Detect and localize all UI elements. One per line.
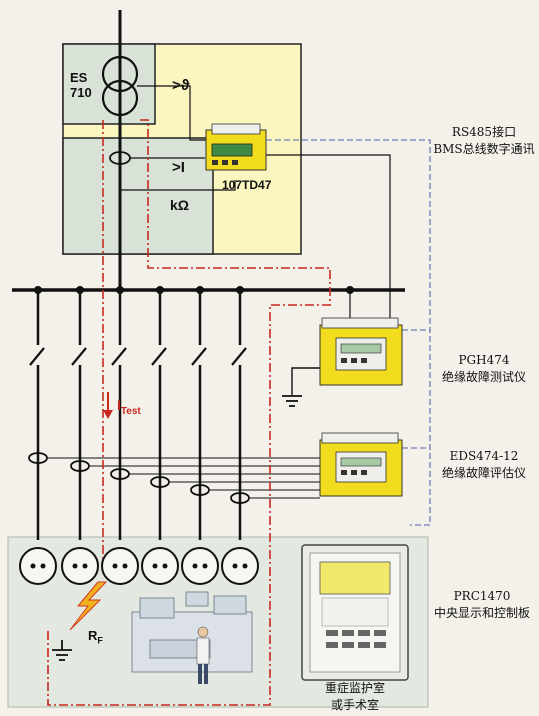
test-current-return <box>47 119 331 706</box>
device-pgh474 <box>319 317 403 386</box>
eds474-desc: 绝缘故障评估仪 <box>441 466 526 480</box>
operating-room-scene <box>131 591 253 684</box>
prc1470-model: PRC1470 <box>453 589 511 603</box>
current-symbol: >I <box>172 159 185 176</box>
test-current-symbol: I <box>117 397 121 413</box>
device-prc1470 <box>301 544 409 681</box>
bms-bus-line <box>266 139 431 526</box>
fault-label: RF <box>88 628 103 649</box>
pgh474-label: PGH474 绝缘故障测试仪 <box>432 352 536 386</box>
fault-sub: F <box>97 635 103 646</box>
branch-sensors <box>28 452 250 504</box>
resistance-symbol: kΩ <box>170 197 190 213</box>
transformer-coil-lower-icon <box>101 79 139 117</box>
device-eds474 <box>319 432 403 497</box>
monitor-to-pgh-line <box>266 154 391 320</box>
fault-ground-icon <box>52 640 72 661</box>
room-label: 重症监护室 或手术室 <box>305 680 405 714</box>
monitor-model: 107TD47 <box>222 178 272 192</box>
eds474-model: EDS474-12 <box>449 449 519 463</box>
sockets <box>19 547 259 585</box>
transformer-coil-upper-icon <box>101 55 139 93</box>
eds474-label: EDS474-12 绝缘故障评估仪 <box>432 448 536 482</box>
prc1470-label: PRC1470 中央显示和控制板 <box>428 588 536 622</box>
transformer-label: ES 710 <box>70 70 92 100</box>
ground-link <box>291 367 320 395</box>
temp-sense-line <box>137 85 208 141</box>
transformer-label-line1: ES <box>70 70 88 85</box>
pgh474-desc: 绝缘故障测试仪 <box>441 370 526 384</box>
room-line1: 重症监护室 <box>324 681 385 695</box>
fault-lightning-icon <box>69 581 108 631</box>
prc1470-desc: 中央显示和控制板 <box>433 606 530 620</box>
ground-icon <box>282 395 302 407</box>
room-line2: 或手术室 <box>330 698 379 712</box>
temp-symbol: >ϑ <box>172 77 190 94</box>
sensor-wires <box>47 457 320 499</box>
transformer-label-line2: 710 <box>70 85 92 100</box>
fault-symbol: R <box>88 628 98 643</box>
test-current-label: ITest <box>117 398 141 419</box>
bus-interface-line2: BMS总线数字通讯 <box>433 142 535 156</box>
bus-interface-label: RS485接口 BMS总线数字通讯 <box>432 124 536 158</box>
pgh474-model: PGH474 <box>458 353 510 367</box>
resistance-sense-line <box>120 180 236 191</box>
gray-panel-lower <box>62 137 214 255</box>
test-current-sub: Test <box>120 405 141 417</box>
device-107td47 <box>205 123 267 171</box>
bus-interface-line1: RS485接口 <box>451 125 517 139</box>
